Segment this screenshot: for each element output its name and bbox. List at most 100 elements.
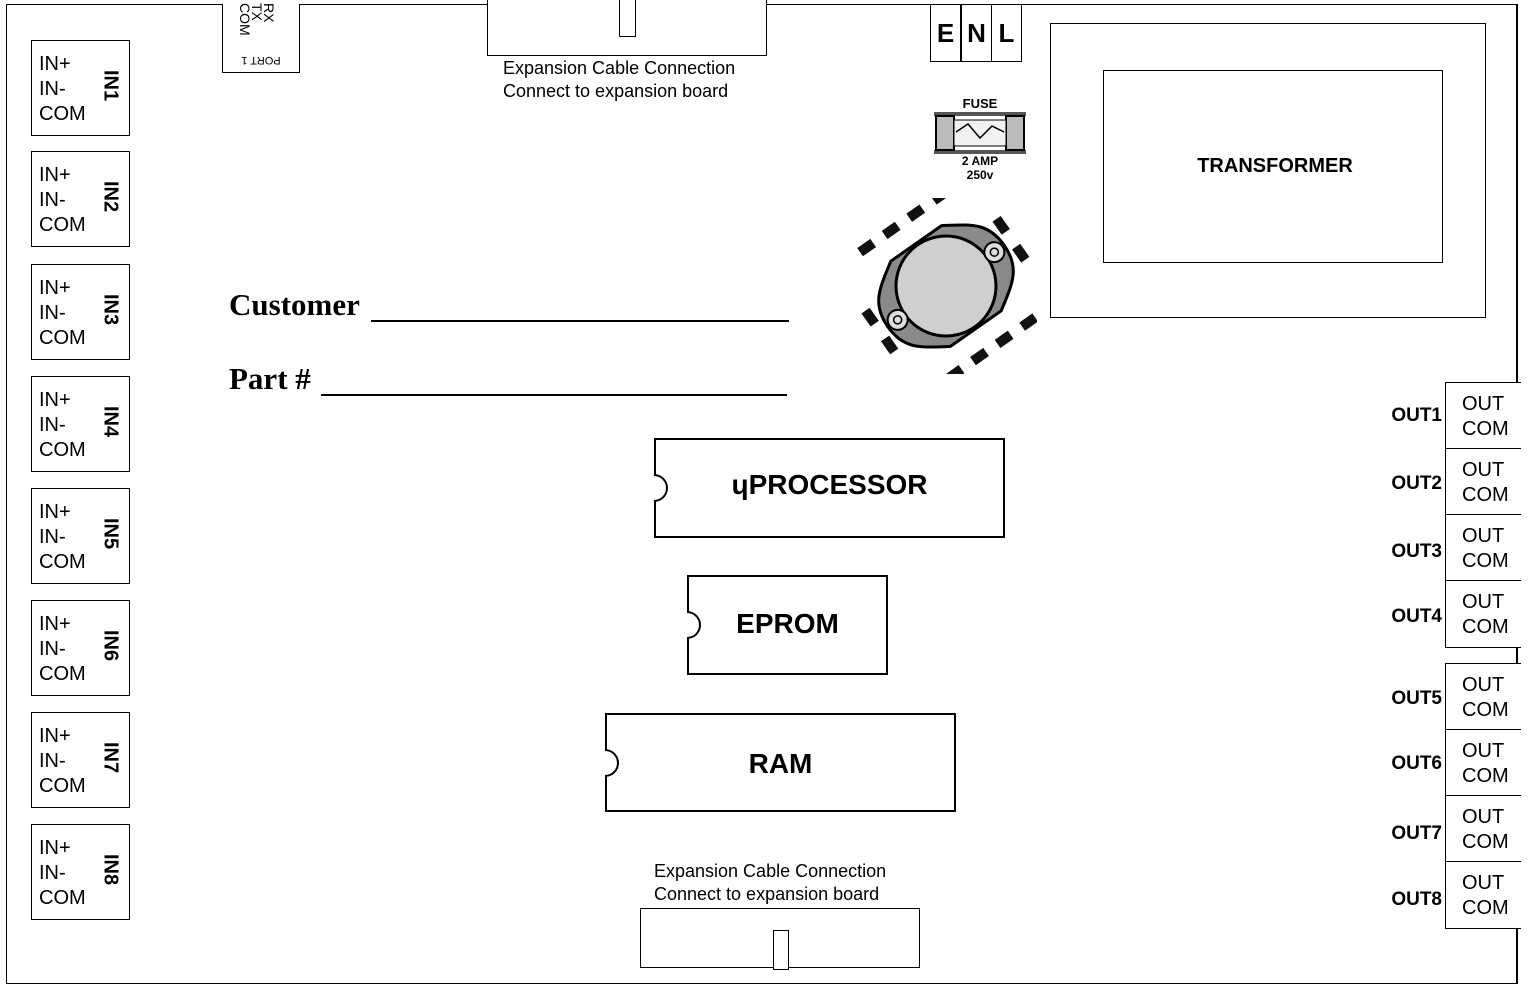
fuse-rating-volts: 250v bbox=[966, 168, 994, 182]
input-pin-label: IN+ bbox=[39, 53, 71, 75]
output-pin-label: COM bbox=[1462, 616, 1509, 638]
output-pin-label: OUT bbox=[1462, 740, 1505, 762]
input-pin-label: IN+ bbox=[39, 389, 71, 411]
input-pin-label: COM bbox=[39, 214, 86, 236]
input-pin-label: IN- bbox=[39, 189, 66, 211]
output-label-6: OUT6 bbox=[1391, 753, 1442, 774]
voltage-regulator-icon bbox=[857, 198, 1037, 374]
input-block-4: IN+ IN- COM IN4 bbox=[31, 376, 130, 472]
input-pin-labels: IN+ IN- COM bbox=[39, 500, 86, 575]
output-pin-label: COM bbox=[1462, 418, 1509, 440]
output-label-1: OUT1 bbox=[1391, 405, 1442, 426]
input-pin-labels: IN+IN-COM bbox=[39, 612, 86, 687]
output-label-4: OUT4 bbox=[1391, 606, 1442, 627]
port1-connector: RX TX COM PORT 1 bbox=[222, 3, 300, 73]
input-pin-label: COM bbox=[39, 103, 86, 125]
input-pin-labels: IN+IN-COM bbox=[39, 276, 86, 351]
input-pin-label: IN+ bbox=[39, 837, 71, 859]
terminal-live: L bbox=[991, 4, 1022, 62]
output-label-8: OUT8 bbox=[1391, 889, 1442, 910]
output-pin-label: OUT bbox=[1462, 674, 1505, 696]
input-block-label: IN2 bbox=[99, 180, 122, 213]
input-block-2: IN+ IN- COM IN2 bbox=[31, 151, 130, 247]
part-number-label: Part # bbox=[229, 361, 311, 396]
output-pin-label: OUT bbox=[1462, 459, 1505, 481]
terminal-neutral: N bbox=[961, 4, 992, 62]
input-pin-labels: IN+ IN- COM bbox=[39, 388, 86, 463]
input-pin-labels: IN+ IN- COM bbox=[39, 724, 86, 799]
input-pin-label: COM bbox=[39, 775, 86, 797]
input-pin-label: IN+ bbox=[39, 725, 71, 747]
transformer-label: TRANSFORMER bbox=[1197, 155, 1353, 177]
output-pin-label: COM bbox=[1462, 550, 1509, 572]
output-label-3: OUT3 bbox=[1391, 541, 1442, 562]
terminal-earth: E bbox=[930, 4, 961, 62]
input-pin-label: IN- bbox=[39, 302, 66, 324]
input-pin-labels: IN+IN-COM bbox=[39, 836, 86, 911]
eprom-chip: EPROM bbox=[687, 575, 888, 675]
input-block-label: IN4 bbox=[99, 405, 122, 438]
input-pin-label: IN- bbox=[39, 750, 66, 772]
output-pin-label: OUT bbox=[1462, 393, 1505, 415]
input-pin-label: IN- bbox=[39, 78, 66, 100]
input-block-label: IN6 bbox=[99, 629, 122, 662]
input-block-label: IN1 bbox=[99, 69, 122, 102]
connector-key-slot bbox=[619, 0, 636, 37]
input-pin-label: IN- bbox=[39, 526, 66, 548]
input-pin-label: COM bbox=[39, 551, 86, 573]
processor-label: ɥPROCESSOR bbox=[731, 469, 928, 500]
port-label: PORT 1 bbox=[241, 54, 281, 66]
input-pin-label: IN+ bbox=[39, 277, 71, 299]
input-pin-label: IN+ bbox=[39, 613, 71, 635]
expansion-connector-bottom bbox=[640, 908, 920, 970]
input-block-7: IN+ IN- COM IN7 bbox=[31, 712, 130, 808]
fuse-icon bbox=[934, 112, 1026, 154]
input-pin-label: COM bbox=[39, 439, 86, 461]
input-pin-labels: IN+ IN- COM bbox=[39, 52, 86, 127]
input-block-label: IN3 bbox=[99, 293, 122, 326]
output-pin-label: COM bbox=[1462, 831, 1509, 853]
output-pin-label: OUT bbox=[1462, 872, 1505, 894]
input-block-label: IN5 bbox=[99, 517, 122, 550]
ram-chip: RAM bbox=[605, 713, 956, 812]
input-pin-label: IN+ bbox=[39, 164, 71, 186]
connector-key-slot bbox=[773, 930, 789, 970]
output-terminal-3: OUT COM bbox=[1446, 515, 1521, 581]
output-pin-label: COM bbox=[1462, 699, 1509, 721]
input-pin-label: IN- bbox=[39, 414, 66, 436]
input-pin-label: IN- bbox=[39, 862, 66, 884]
output-terminal-4: OUT COM bbox=[1446, 581, 1521, 647]
transformer-outer: TRANSFORMER bbox=[1050, 23, 1486, 318]
expansion-bottom-line2: Connect to expansion board bbox=[654, 884, 880, 904]
output-terminal-8: OUT COM bbox=[1446, 862, 1521, 928]
fuse-rating-amps: 2 AMP bbox=[961, 154, 999, 168]
input-block-label: IN8 bbox=[99, 853, 122, 886]
input-block-label: IN7 bbox=[99, 741, 122, 774]
output-label-2: OUT2 bbox=[1391, 473, 1442, 494]
eprom-label: EPROM bbox=[736, 608, 839, 639]
input-block-5: IN+ IN- COM IN5 bbox=[31, 488, 130, 584]
port-pin-com: COM bbox=[237, 3, 253, 36]
customer-label: Customer bbox=[229, 287, 360, 322]
output-pin-label: COM bbox=[1462, 897, 1509, 919]
input-pin-label: IN- bbox=[39, 638, 66, 660]
output-pin-label: OUT bbox=[1462, 525, 1505, 547]
part-number-field[interactable] bbox=[321, 394, 787, 396]
input-pin-labels: IN+ IN- COM bbox=[39, 163, 86, 238]
expansion-top-line2: Connect to expansion board bbox=[503, 81, 729, 101]
input-pin-label: IN+ bbox=[39, 501, 71, 523]
input-block-1: IN+ IN- COM IN1 bbox=[31, 40, 130, 136]
transformer-core bbox=[1103, 70, 1443, 263]
output-pin-label: OUT bbox=[1462, 591, 1505, 613]
customer-field[interactable] bbox=[371, 320, 789, 322]
expansion-caption-top: Expansion Cable Connection Connect to ex… bbox=[503, 57, 735, 103]
ram-label: RAM bbox=[748, 748, 813, 779]
